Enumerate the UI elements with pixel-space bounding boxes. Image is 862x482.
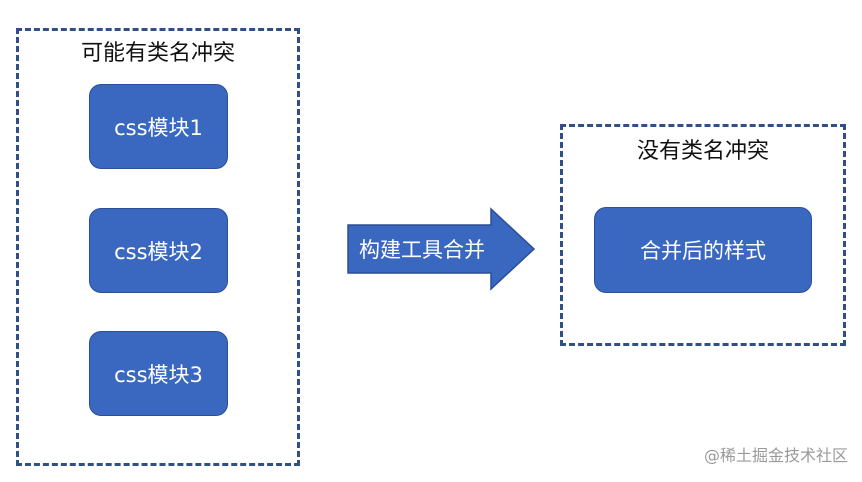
css-module-1-box: css模块1	[89, 84, 228, 169]
css-module-3-label: css模块3	[114, 362, 203, 387]
right-group-title: 没有类名冲突	[636, 139, 769, 164]
right-group-container: 没有类名冲突	[560, 124, 846, 346]
left-group-title: 可能有类名冲突	[80, 41, 235, 66]
css-module-2-label: css模块2	[114, 239, 203, 264]
css-module-1-label: css模块1	[114, 115, 203, 140]
css-module-3-box: css模块3	[89, 331, 228, 416]
merged-style-box: 合并后的样式	[594, 207, 812, 293]
watermark-text: @稀土掘金技术社区	[703, 446, 848, 465]
css-module-2-box: css模块2	[89, 208, 228, 293]
merged-style-label: 合并后的样式	[640, 239, 766, 263]
build-tool-merge-arrow: 构建工具合并	[346, 207, 536, 291]
arrow-shape	[347, 207, 536, 291]
arrow-label: 构建工具合并	[359, 238, 485, 262]
left-group-container: 可能有类名冲突	[16, 28, 300, 466]
